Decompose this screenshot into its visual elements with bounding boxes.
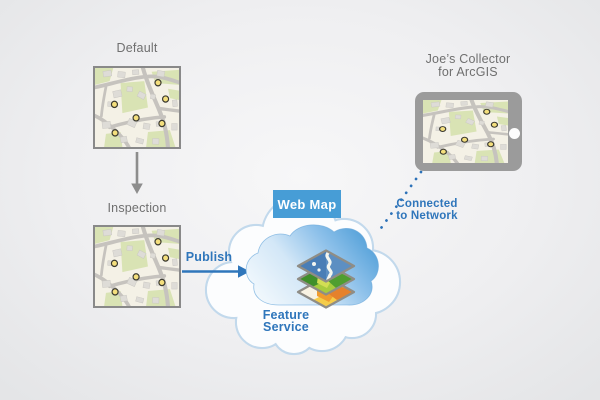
map-thumbnail-inspection xyxy=(93,225,181,308)
inspection-map-label: Inspection xyxy=(107,201,167,215)
default-map-label: Default xyxy=(116,41,158,55)
web-map-badge: Web Map xyxy=(273,190,341,218)
inspection-map-image xyxy=(95,227,179,306)
down-arrow-icon xyxy=(131,152,143,194)
publish-arrow-icon xyxy=(182,265,250,278)
device-label: Joe’s Collector for ArcGIS xyxy=(425,52,511,79)
connected-to-network-label: Connected to Network xyxy=(396,198,458,222)
map-thumbnail-default xyxy=(93,66,181,149)
network-dotted-line-icon xyxy=(377,170,423,233)
tablet-screen xyxy=(423,100,508,163)
tablet-map-image xyxy=(423,100,508,163)
feature-service-label: Feature Service xyxy=(262,308,310,334)
tablet-icon xyxy=(415,92,522,171)
publish-label: Publish xyxy=(185,250,233,264)
web-map-badge-label: Web Map xyxy=(277,196,337,212)
default-map-image xyxy=(95,68,179,147)
home-button-icon xyxy=(509,128,520,139)
